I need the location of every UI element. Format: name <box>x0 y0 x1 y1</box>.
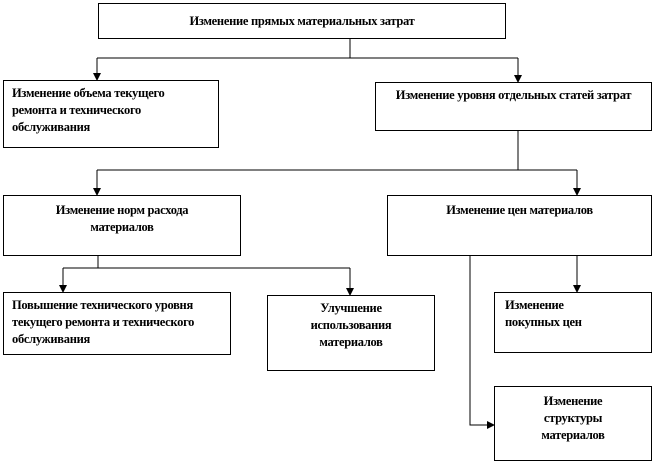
box-volume: Изменение объема текущего ремонта и техн… <box>3 80 219 148</box>
box-structure: Изменение структуры материалов <box>494 386 652 461</box>
box-purchase-prices: Изменение покупных цен <box>494 292 652 353</box>
box-prices: Изменение цен материалов <box>387 195 652 256</box>
box-cost-items: Изменение уровня отдельных статей затрат <box>375 82 652 131</box>
arrow-to-structure <box>469 255 495 429</box>
box-root: Изменение прямых материальных затрат <box>98 3 506 39</box>
connector-norms <box>63 255 350 269</box>
box-usage: Улучшение использования материалов <box>267 295 435 371</box>
connector-root <box>97 38 518 59</box>
box-tech-level: Повышение технического уровня текущего р… <box>3 292 231 355</box>
box-norms: Изменение норм расхода материалов <box>3 195 241 256</box>
connector-cost-items <box>97 130 577 171</box>
